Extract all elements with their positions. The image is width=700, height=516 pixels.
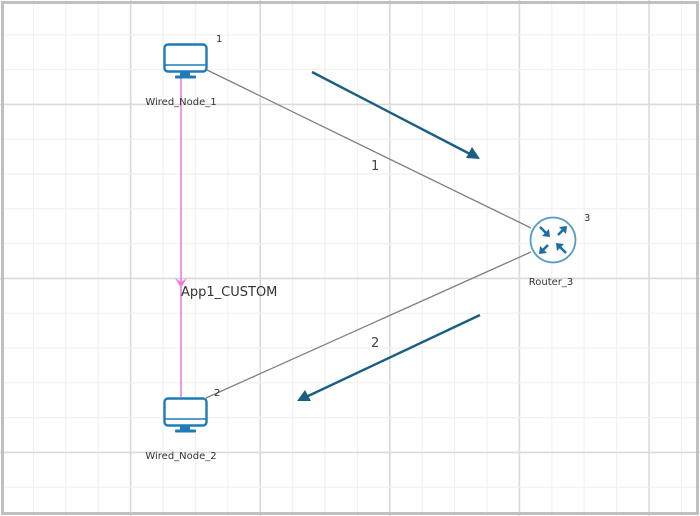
flow-arrow-2-shaft [305, 313, 481, 399]
node-router-3[interactable]: 3 Router_3 [529, 213, 591, 288]
link-2[interactable]: 2 [205, 251, 532, 399]
node-wired-node-1[interactable]: 1 Wired_Node_1 [145, 34, 222, 108]
node-name-label: Router_3 [529, 277, 574, 288]
desktop-monitor-icon [163, 43, 208, 79]
link-2-line[interactable] [205, 251, 532, 399]
node-name-label: Wired_Node_2 [145, 451, 216, 462]
node-id-label: 2 [214, 388, 220, 399]
node-wired-node-2[interactable]: 2 Wired_Node_2 [145, 388, 220, 462]
flow-arrow-1-shaft [311, 70, 471, 156]
link-1-label: 1 [371, 159, 379, 174]
flow-arrow-1-head-icon [466, 147, 480, 159]
flow-arrow-2 [297, 313, 481, 401]
flow-arrow-2-head-icon [297, 390, 311, 401]
node-name-label: Wired_Node_1 [145, 97, 216, 108]
node-id-label: 1 [216, 34, 222, 45]
application-label[interactable]: App1_CUSTOM [181, 285, 277, 300]
router-icon [529, 216, 577, 264]
link-2-label: 2 [371, 336, 379, 351]
application-flow[interactable]: App1_CUSTOM [175, 78, 277, 397]
link-1-line[interactable] [206, 69, 532, 229]
desktop-monitor-icon [163, 397, 208, 433]
flow-arrow-1 [311, 70, 480, 159]
application-arrowhead-icon [175, 278, 187, 288]
link-1[interactable]: 1 [206, 69, 532, 229]
node-id-label: 3 [584, 213, 590, 224]
